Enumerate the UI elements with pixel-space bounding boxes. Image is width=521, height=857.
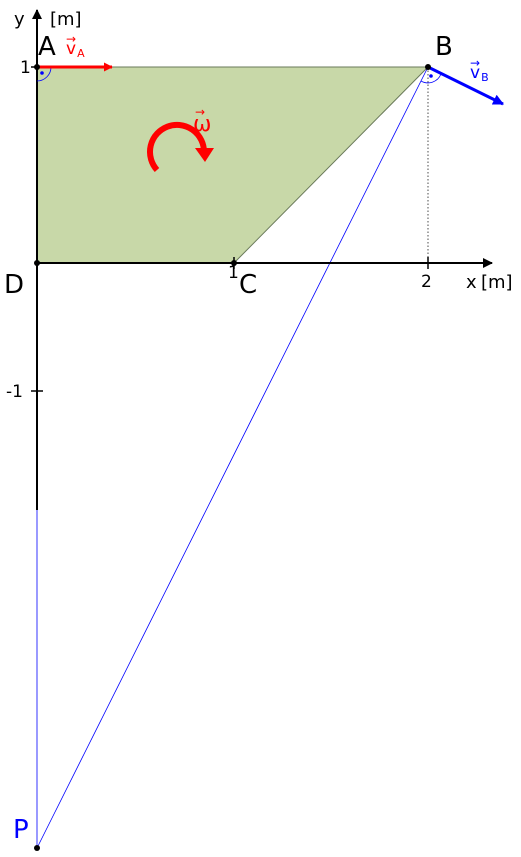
point-p (34, 845, 40, 851)
rigid-body-abcd (36, 66, 430, 264)
velocity-vector-b (427, 65, 504, 106)
velocity-arrow-a: → (66, 32, 76, 46)
point-label-c: C (239, 270, 257, 300)
line-p-to-b (36, 66, 429, 849)
angular-velocity-arrow: → (195, 105, 205, 119)
point-d (34, 260, 40, 266)
x-axis-label: x (466, 272, 477, 293)
y-tick-label-minus-1: -1 (6, 382, 23, 402)
right-angle-marker-b (420, 73, 442, 84)
y-axis-unit: [m] (50, 9, 82, 30)
point-label-p: P (13, 815, 29, 845)
x-tick-label-2: 2 (421, 272, 432, 292)
right-angle-dot-a (40, 71, 44, 75)
y-tick-label-1: 1 (20, 58, 31, 78)
velocity-label-a: vA (66, 39, 85, 60)
point-label-d: D (4, 270, 24, 300)
point-a (34, 64, 40, 70)
right-angle-dot-b (429, 74, 433, 78)
velocity-label-b: vB (470, 63, 489, 84)
velocity-arrow-b: → (470, 56, 480, 70)
angular-velocity-arrowhead (195, 148, 214, 162)
y-axis-label: y (14, 9, 25, 30)
point-b (425, 64, 431, 70)
point-label-a: A (38, 32, 56, 62)
angular-velocity-label: ω (193, 112, 211, 137)
right-angle-marker-a (36, 66, 52, 82)
x-tick-label-1: 1 (228, 263, 239, 283)
point-c (231, 260, 237, 266)
x-axis-unit: [m] (481, 272, 513, 293)
angular-velocity-arc (147, 121, 208, 173)
point-label-b: B (435, 32, 453, 62)
